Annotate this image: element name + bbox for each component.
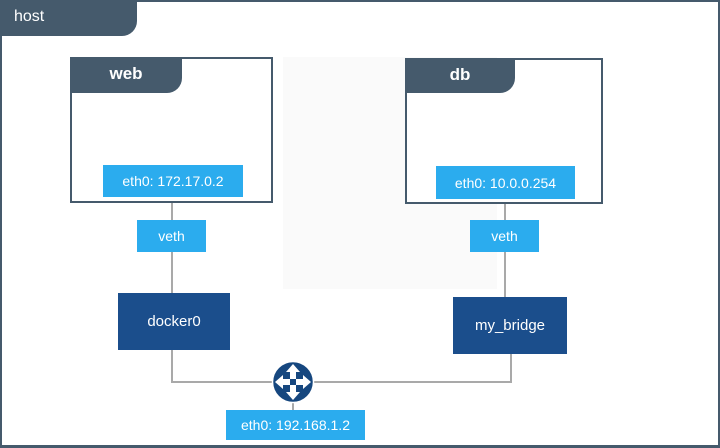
db-title: db <box>449 65 471 84</box>
connector-horizontal-bus <box>171 381 512 383</box>
host-eth-label: eth0: 192.168.1.2 <box>226 410 365 440</box>
connector-veth-to-docker0 <box>171 251 173 294</box>
host-label: host <box>14 8 45 25</box>
connector-docker0-to-bus <box>171 349 173 383</box>
web-eth-label: eth0: 172.17.0.2 <box>103 165 243 197</box>
web-tab: web <box>70 57 182 93</box>
web-veth-node: veth <box>137 220 206 252</box>
db-container-node: db eth0: 10.0.0.254 <box>405 58 603 204</box>
router-icon <box>271 360 315 404</box>
db-veth-node: veth <box>470 220 539 252</box>
connector-db-to-veth <box>504 203 506 220</box>
four-way-arrows-icon <box>271 360 315 404</box>
connector-veth-to-mybridge <box>504 251 506 298</box>
web-title: web <box>109 64 143 83</box>
connector-web-to-veth <box>171 202 173 220</box>
web-container-node: web eth0: 172.17.0.2 <box>70 57 273 203</box>
host-tab: host <box>0 0 137 36</box>
db-eth-label: eth0: 10.0.0.254 <box>436 166 575 199</box>
db-tab: db <box>405 58 515 93</box>
connector-mybridge-to-bus <box>510 353 512 382</box>
docker0-bridge-node: docker0 <box>118 293 230 350</box>
my-bridge-node: my_bridge <box>453 297 567 354</box>
